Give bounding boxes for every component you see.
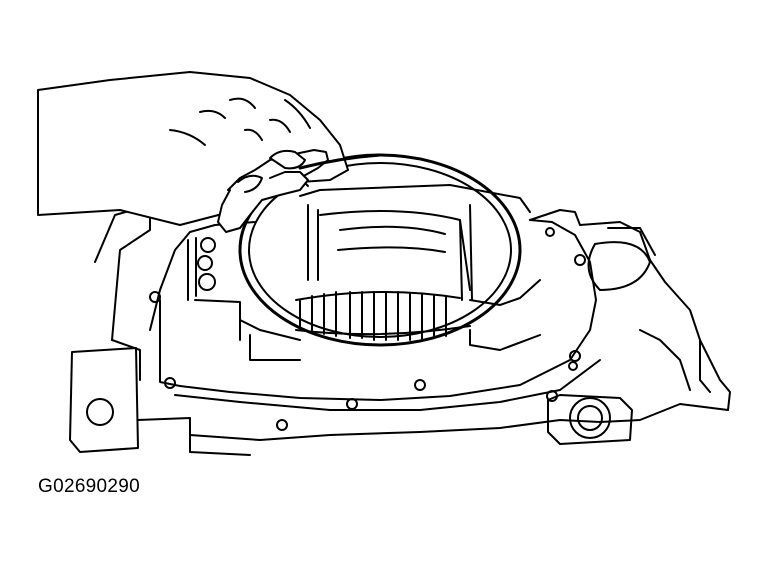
bolt-hole xyxy=(346,398,358,410)
clutch-splines xyxy=(299,291,447,341)
transmission-case xyxy=(69,204,731,456)
bolt-hole xyxy=(276,419,288,431)
hand-illustration xyxy=(37,71,349,233)
case-bottom-edge xyxy=(137,417,601,441)
forearm xyxy=(37,71,349,226)
figure-id-label: G02690290 xyxy=(38,476,141,497)
passage-hole xyxy=(198,273,216,291)
passage-hole xyxy=(200,237,216,253)
case-left-lug xyxy=(69,347,139,453)
fingertip xyxy=(269,149,306,170)
thumb xyxy=(217,171,309,233)
bolt-hole xyxy=(414,379,426,391)
case-right-boss-hole xyxy=(569,397,611,439)
bolt-hole xyxy=(574,254,586,266)
clutch-drum xyxy=(239,184,541,361)
snap-ring-front-segment xyxy=(298,153,382,170)
bolt-hole xyxy=(149,291,161,303)
bolt-hole xyxy=(568,361,578,371)
case-right-boss xyxy=(547,394,633,445)
bolt-hole xyxy=(546,390,558,402)
bolt-hole xyxy=(569,350,581,362)
case-left-lug-hole xyxy=(86,398,114,426)
case-left-wall xyxy=(94,204,151,341)
passage-hole xyxy=(197,255,213,271)
bolt-hole xyxy=(164,377,176,389)
bolt-hole xyxy=(545,227,555,237)
